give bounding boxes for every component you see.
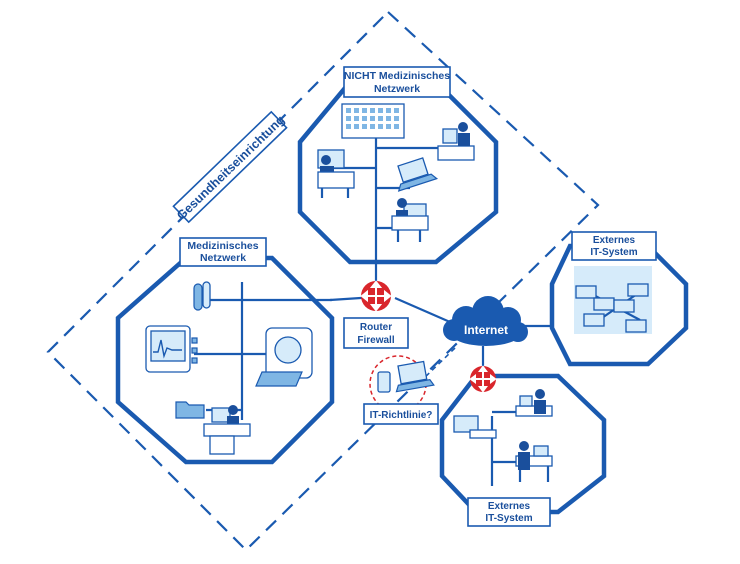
medical-label-1: Medizinisches xyxy=(187,240,258,252)
vial-icon xyxy=(193,281,211,311)
ext-bottom-label-1: Externes xyxy=(488,501,531,512)
computer-cluster-icon xyxy=(575,283,649,333)
it-policy-label-box xyxy=(363,403,439,425)
ext-top-label-2: IT-System xyxy=(590,247,637,258)
workstation-icon xyxy=(515,441,553,482)
router-firewall-icon xyxy=(360,280,392,312)
router-label-1: Router xyxy=(360,322,392,333)
non-medical-label-2: Netzwerk xyxy=(374,83,420,95)
ext-bottom-label-2: IT-System xyxy=(485,513,532,524)
internet-cloud-icon xyxy=(443,296,528,346)
workstation-icon xyxy=(453,415,497,439)
ext-top-label-1: Externes xyxy=(593,235,636,246)
medical-label-box xyxy=(179,237,267,267)
non-medical-label-1: NICHT Medizinisches xyxy=(344,70,450,82)
workstation-icon xyxy=(317,149,355,198)
router-label-2: Firewall xyxy=(357,335,394,346)
workstation-icon xyxy=(203,405,251,455)
internet-label: Internet xyxy=(464,323,508,337)
facility-label-text: Gesundheitseinrichtung xyxy=(174,113,287,223)
laptop-icon xyxy=(397,157,439,192)
workstation-icon xyxy=(437,122,475,161)
non-medical-label-box xyxy=(343,66,451,98)
facility-label: Gesundheitseinrichtung xyxy=(172,110,288,224)
medical-network xyxy=(115,255,335,465)
router-icon xyxy=(469,365,497,393)
workstation-icon xyxy=(391,198,429,242)
folder-icon xyxy=(175,401,205,419)
medical-label-2: Netzwerk xyxy=(200,252,246,264)
facility-boundary xyxy=(46,10,600,552)
router-label-box xyxy=(343,317,409,349)
mri-scanner-icon xyxy=(255,327,313,387)
ext-top-label-box xyxy=(571,231,657,261)
workstation-icon xyxy=(515,389,553,417)
it-policy-label: IT-Richtlinie? xyxy=(370,410,433,421)
medical-monitor-icon xyxy=(145,325,198,373)
link-router-internet xyxy=(394,296,451,324)
ext-bottom-label-box xyxy=(467,497,551,527)
building-icon xyxy=(341,103,405,139)
